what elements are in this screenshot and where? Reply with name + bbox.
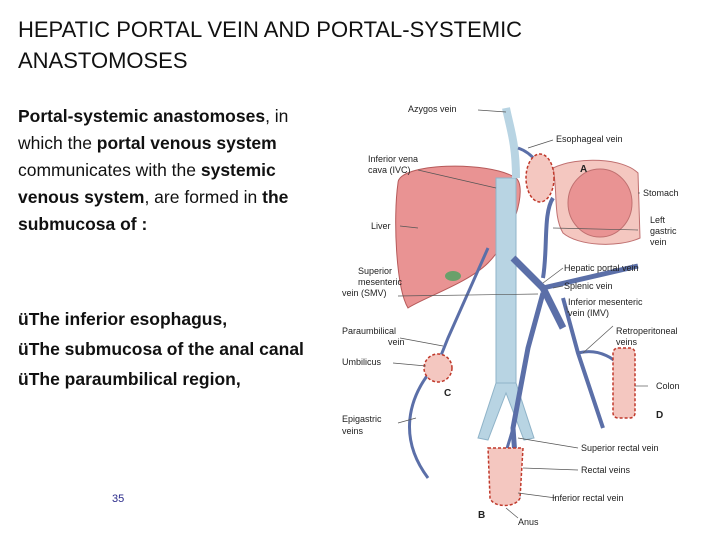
label-inferior-rectal: Inferior rectal vein bbox=[552, 493, 624, 503]
label-superior-rectal: Superior rectal vein bbox=[581, 443, 659, 453]
label-liver: Liver bbox=[371, 221, 391, 231]
label-stomach: Stomach bbox=[643, 188, 679, 198]
label-rectal: Rectal veins bbox=[581, 465, 631, 475]
letter-d: D bbox=[656, 410, 663, 421]
site-c-umbilicus bbox=[423, 353, 453, 383]
label-umbilicus: Umbilicus bbox=[342, 357, 382, 367]
label-imv-2: vein (IMV) bbox=[568, 308, 609, 318]
intro-paragraph: Portal-systemic anastomoses, in which th… bbox=[18, 103, 323, 238]
site-d-colon bbox=[612, 347, 636, 419]
label-epigastric-2: veins bbox=[342, 426, 364, 436]
label-colon: Colon bbox=[656, 381, 680, 391]
bullet-text: The paraumbilical region, bbox=[28, 369, 241, 389]
paragraph-text-2: communicates with the bbox=[18, 160, 201, 180]
label-ivc-1: Inferior vena bbox=[368, 154, 418, 164]
letter-b: B bbox=[478, 510, 485, 521]
bullet-item: üThe submucosa of the anal canal bbox=[18, 334, 323, 364]
title-line-1: HEPATIC PORTAL VEIN AND PORTAL-SYSTEMIC bbox=[18, 17, 523, 42]
portal-system-diagram: Azygos vein Inferior vena cava (IVC) Eso… bbox=[338, 98, 706, 528]
gallbladder bbox=[445, 271, 461, 281]
ivc-shape bbox=[495, 177, 517, 384]
label-retroperitoneal-2: veins bbox=[616, 337, 638, 347]
letter-a: A bbox=[580, 164, 587, 175]
label-retroperitoneal-1: Retroperitoneal bbox=[616, 326, 678, 336]
term-submucosa: the submucosa of : bbox=[18, 187, 289, 234]
term-portal-system: portal venous system bbox=[96, 133, 277, 153]
bullet-text: The inferior esophagus, bbox=[28, 309, 228, 329]
bullet-list: üThe inferior esophagus, üThe submucosa … bbox=[18, 304, 323, 394]
label-smv-2: mesenteric bbox=[358, 277, 403, 287]
ivc-legs bbox=[477, 382, 535, 441]
label-anus: Anus bbox=[518, 517, 539, 527]
label-paraumbilical-2: vein bbox=[388, 337, 405, 347]
label-epigastric-1: Epigastric bbox=[342, 414, 382, 424]
paragraph-text-1: , in which the bbox=[18, 106, 289, 153]
diagram-svg: Azygos vein Inferior vena cava (IVC) Eso… bbox=[342, 104, 680, 527]
term-portal-systemic: Portal-systemic anastomoses bbox=[18, 106, 266, 126]
left-gastric-shape bbox=[541, 196, 555, 279]
stomach-inner bbox=[567, 168, 633, 238]
site-b-rectum bbox=[487, 447, 524, 507]
label-ivc-2: cava (IVC) bbox=[368, 165, 411, 175]
label-azygos: Azygos vein bbox=[408, 104, 457, 114]
paragraph-text-3: , are formed in bbox=[144, 187, 263, 207]
term-systemic-system: systemic venous system bbox=[18, 160, 276, 207]
label-esophageal: Esophageal vein bbox=[556, 134, 623, 144]
azygos-shape bbox=[502, 107, 520, 179]
label-left-gastric-2: gastric bbox=[650, 226, 677, 236]
label-hepatic-portal: Hepatic portal vein bbox=[564, 263, 639, 273]
check-icon: ü bbox=[18, 339, 29, 359]
epigastric-shape bbox=[408, 367, 435, 479]
bullet-text: The submucosa of the anal canal bbox=[28, 339, 304, 359]
leader-lines bbox=[392, 109, 648, 519]
label-left-gastric-3: vein bbox=[650, 237, 667, 247]
label-paraumbilical-1: Paraumbilical bbox=[342, 326, 396, 336]
label-smv-3: vein (SMV) bbox=[342, 288, 387, 298]
label-smv-1: Superior bbox=[358, 266, 392, 276]
label-left-gastric-1: Left bbox=[650, 215, 666, 225]
bullet-item: üThe inferior esophagus, bbox=[18, 304, 323, 334]
letter-c: C bbox=[444, 388, 451, 399]
imv-shape bbox=[561, 297, 605, 429]
check-icon: ü bbox=[18, 309, 29, 329]
splenic-vein-shape bbox=[542, 263, 639, 291]
label-imv-1: Inferior mesenteric bbox=[568, 297, 643, 307]
page-number: 35 bbox=[112, 493, 125, 505]
site-a-esophageal bbox=[525, 153, 555, 203]
title-line-2: ANASTOMOSES bbox=[18, 48, 188, 73]
check-icon: ü bbox=[18, 369, 29, 389]
bullet-item: üThe paraumbilical region, bbox=[18, 364, 323, 394]
label-splenic: Splenic vein bbox=[564, 281, 613, 291]
liver-shape bbox=[395, 165, 521, 309]
slide-title: HEPATIC PORTAL VEIN AND PORTAL-SYSTEMIC … bbox=[18, 14, 658, 76]
